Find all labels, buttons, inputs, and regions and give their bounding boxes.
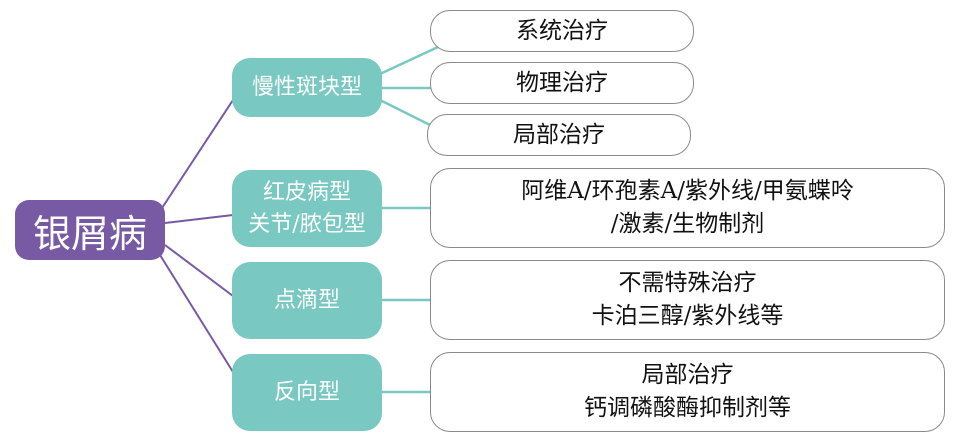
treatment-topical: 局部治疗 [427,114,691,156]
type-node-inverse: 反向型 [232,354,382,431]
type-label: 慢性斑块型 [251,74,362,100]
treatment-line: 钙调磷酸酶抑制剂等 [584,395,791,421]
connector-plaque-topical [379,98,431,127]
treatment-line: 卡泊三醇/紫外线等 [591,303,784,329]
treatment-guttate: 不需特殊治疗 卡泊三醇/紫外线等 [430,260,945,340]
treatment-erythrodermic: 阿维A/环孢素A/紫外线/甲氨蝶呤 /激素/生物制剂 [430,168,945,248]
connector-root-guttate [164,244,234,297]
connector-plaque-systemic [379,45,439,76]
root-node: 银屑病 [15,200,165,260]
treatment-label: 局部治疗 [513,121,605,148]
connector-root-inverse [159,254,234,373]
type-node-guttate: 点滴型 [232,262,382,339]
treatment-line: /激素/生物制剂 [610,211,765,237]
treatment-line: 阿维A/环孢素A/紫外线/甲氨蝶呤 [521,178,854,204]
treatment-systemic: 系统治疗 [430,10,694,52]
root-label: 银屑病 [32,211,147,256]
type-label: 点滴型 [273,287,340,313]
type-node-erythrodermic: 红皮病型 关节/脓包型 [232,170,382,247]
type-node-plaque: 慢性斑块型 [232,58,382,117]
treatment-line: 局部治疗 [641,362,734,388]
treatment-inverse: 局部治疗 钙调磷酸酶抑制剂等 [430,352,945,432]
type-label-line: 关节/脓包型 [248,211,366,237]
type-label-line: 红皮病型 [262,179,351,205]
treatment-line: 不需特殊治疗 [618,270,757,296]
connector-root-plaque [161,99,234,209]
connector-root-erythrodermic [164,214,234,224]
treatment-label: 物理治疗 [516,69,608,96]
treatment-label: 系统治疗 [516,17,608,44]
treatment-physical: 物理治疗 [430,62,694,104]
type-label: 反向型 [273,379,340,405]
